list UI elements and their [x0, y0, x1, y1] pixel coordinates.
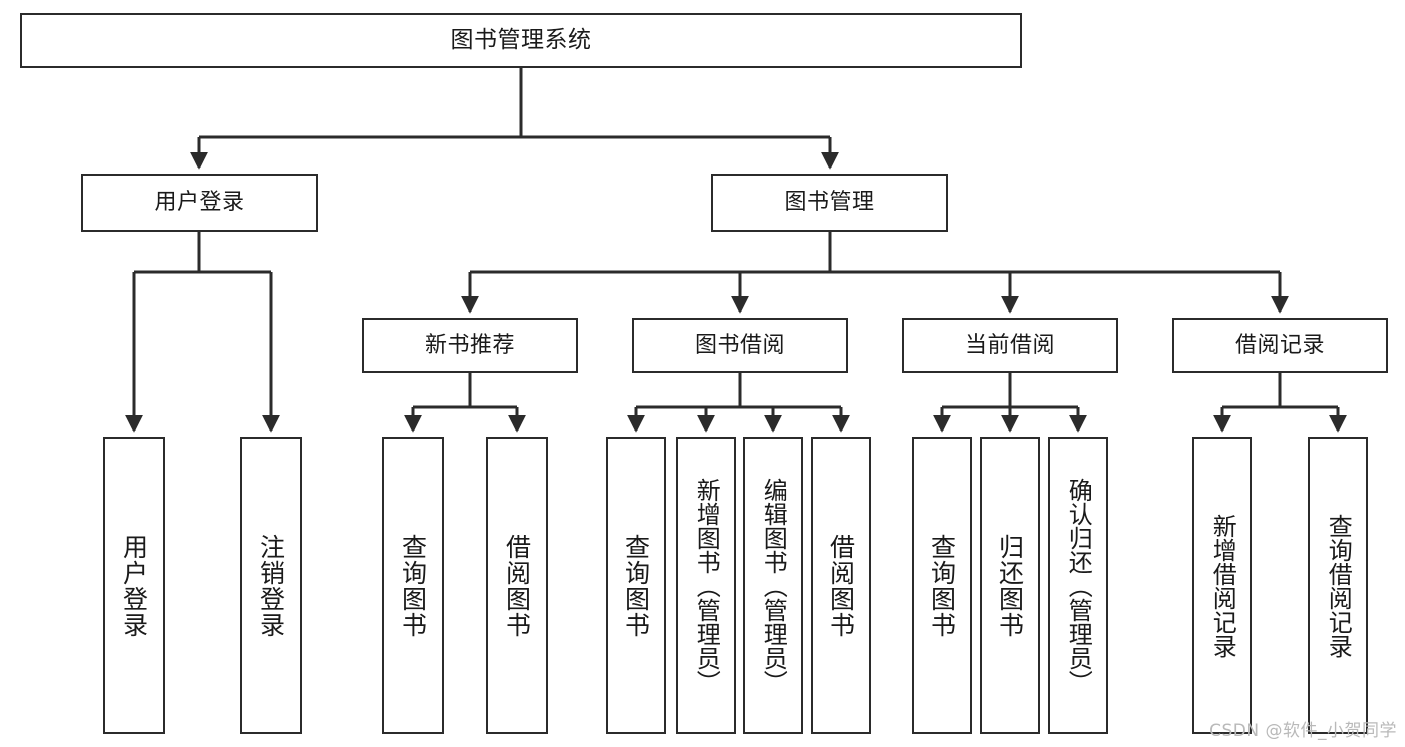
node-leaf-add-record-label: 新增借阅记录	[1208, 513, 1237, 658]
node-leaf-borrow-book-1-label: 借阅图书	[502, 533, 532, 638]
node-book-borrow-label: 图书借阅	[694, 332, 785, 358]
node-leaf-query-book-2-label: 查询图书	[621, 533, 651, 638]
node-leaf-query-book-2[interactable]: 查询图书	[606, 437, 666, 734]
node-leaf-logout[interactable]: 注销登录	[240, 437, 302, 734]
node-leaf-return-book-label: 归还图书	[995, 533, 1025, 638]
watermark: CSDN @软件_小贺同学	[1209, 721, 1397, 741]
node-new-book-recommend[interactable]: 新书推荐	[362, 318, 578, 373]
node-leaf-user-login-label: 用户登录	[119, 533, 149, 638]
node-current-borrow-label: 当前借阅	[964, 332, 1055, 358]
node-borrow-record[interactable]: 借阅记录	[1172, 318, 1388, 373]
node-leaf-borrow-book-2[interactable]: 借阅图书	[811, 437, 871, 734]
node-leaf-user-login[interactable]: 用户登录	[103, 437, 165, 734]
node-leaf-confirm-return[interactable]: 确认归还（管理员）	[1048, 437, 1108, 734]
node-leaf-return-book[interactable]: 归还图书	[980, 437, 1040, 734]
node-leaf-confirm-return-label: 确认归还（管理员）	[1064, 477, 1093, 694]
node-book-borrow[interactable]: 图书借阅	[632, 318, 848, 373]
node-new-book-recommend-label: 新书推荐	[424, 332, 515, 358]
node-user-login[interactable]: 用户登录	[81, 174, 318, 232]
node-leaf-borrow-book-1[interactable]: 借阅图书	[486, 437, 548, 734]
node-leaf-query-book-3[interactable]: 查询图书	[912, 437, 972, 734]
node-leaf-query-book-3-label: 查询图书	[927, 533, 957, 638]
node-leaf-add-record[interactable]: 新增借阅记录	[1192, 437, 1252, 734]
node-leaf-borrow-book-2-label: 借阅图书	[826, 533, 856, 638]
node-leaf-query-record[interactable]: 查询借阅记录	[1308, 437, 1368, 734]
node-leaf-logout-label: 注销登录	[256, 533, 286, 638]
node-leaf-edit-book-label: 编辑图书（管理员）	[759, 477, 788, 694]
node-leaf-query-book-1-label: 查询图书	[398, 533, 428, 638]
node-user-login-label: 用户登录	[154, 190, 245, 216]
node-leaf-query-record-label: 查询借阅记录	[1324, 513, 1353, 658]
node-leaf-query-book-1[interactable]: 查询图书	[382, 437, 444, 734]
node-current-borrow[interactable]: 当前借阅	[902, 318, 1118, 373]
node-leaf-add-book-label: 新增图书（管理员）	[692, 477, 721, 694]
node-root-label: 图书管理系统	[450, 27, 592, 54]
node-leaf-add-book[interactable]: 新增图书（管理员）	[676, 437, 736, 734]
node-root[interactable]: 图书管理系统	[20, 13, 1022, 68]
node-book-manage[interactable]: 图书管理	[711, 174, 948, 232]
node-borrow-record-label: 借阅记录	[1234, 332, 1325, 358]
node-leaf-edit-book[interactable]: 编辑图书（管理员）	[743, 437, 803, 734]
node-book-manage-label: 图书管理	[784, 190, 875, 216]
